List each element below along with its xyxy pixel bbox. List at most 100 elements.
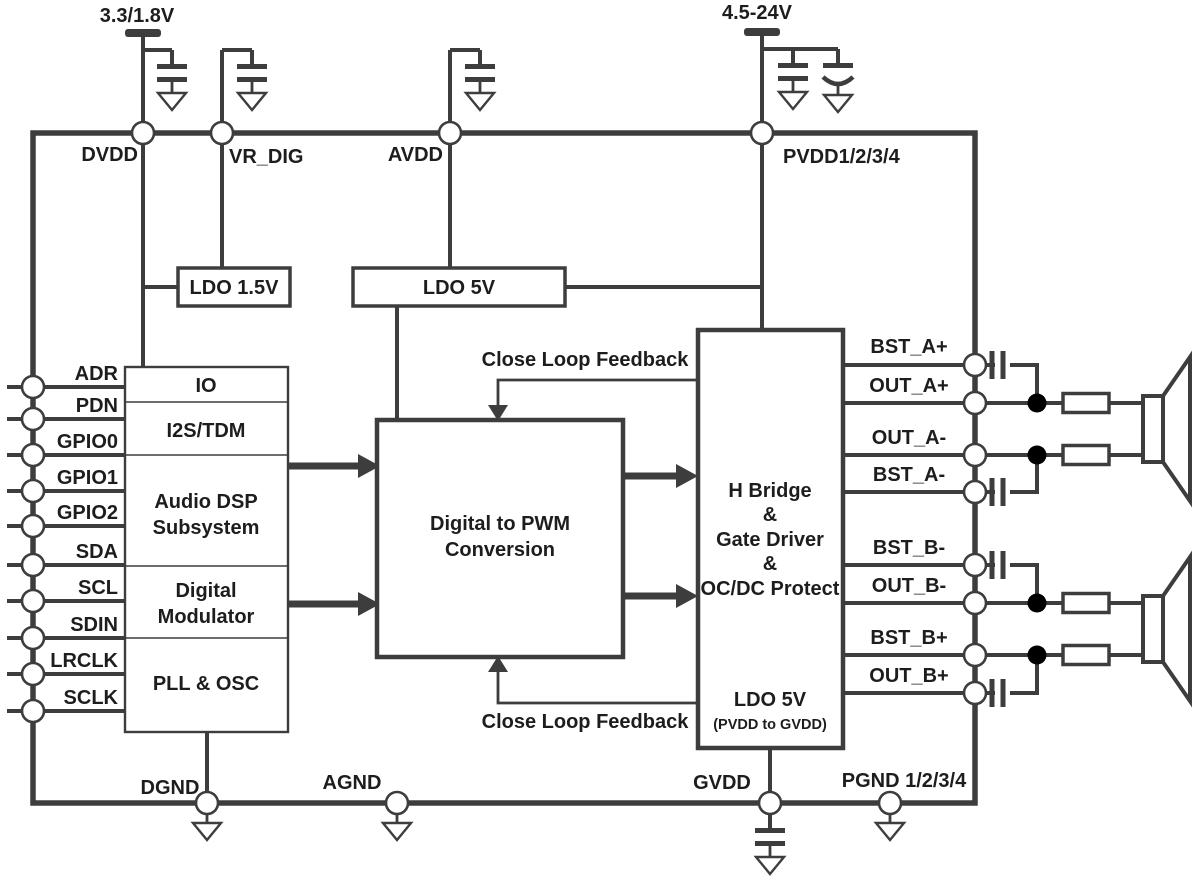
node-sclk bbox=[20, 698, 46, 724]
node-sda bbox=[20, 552, 46, 578]
node-bst-a-plus bbox=[962, 352, 988, 378]
pin-label-lrclk: LRCLK bbox=[50, 650, 118, 672]
bottom-label-dgnd: DGND bbox=[141, 777, 200, 799]
decoupling-capacitor-icon bbox=[155, 48, 189, 112]
gvdd-capacitor-icon bbox=[753, 812, 787, 876]
hbridge-ldo-sublabel: (PVDD to GVDD) bbox=[713, 717, 827, 733]
rail-label-avdd: AVDD bbox=[388, 144, 443, 166]
rail-pvdd bbox=[744, 28, 853, 330]
section-label-modulator-2: Modulator bbox=[158, 606, 255, 628]
output-label-out-b-minus: OUT_B- bbox=[872, 575, 946, 597]
ground-icon bbox=[874, 811, 906, 842]
node-gvdd bbox=[757, 790, 783, 816]
ground-icon bbox=[381, 811, 413, 842]
signal-arrows bbox=[288, 454, 698, 616]
hbridge-label-2: & bbox=[763, 504, 777, 526]
decoupling-capacitor-icon bbox=[235, 48, 269, 112]
node-lrclk bbox=[20, 661, 46, 687]
pin-label-scl: SCL bbox=[78, 577, 118, 599]
junction-dot bbox=[1027, 645, 1047, 665]
pin-label-sclk: SCLK bbox=[64, 687, 119, 709]
ldo-1v5-block bbox=[143, 266, 292, 308]
rail-label-dvdd: DVDD bbox=[81, 144, 138, 166]
junction-dot bbox=[1027, 445, 1047, 465]
node-gpio1 bbox=[20, 478, 46, 504]
section-label-i2s-tdm: I2S/TDM bbox=[167, 420, 246, 442]
series-capacitor-icon bbox=[992, 478, 1003, 506]
pwm-conversion-block bbox=[374, 417, 626, 660]
node-adr bbox=[20, 374, 46, 400]
junction-dot bbox=[1027, 393, 1047, 413]
output-label-bst-a-minus: BST_A- bbox=[873, 464, 945, 486]
hbridge-label-1: H Bridge bbox=[728, 480, 811, 502]
supply-label-power: 4.5-24V bbox=[722, 2, 793, 24]
section-label-io: IO bbox=[195, 375, 216, 397]
decoupling-capacitor-icon bbox=[776, 47, 810, 111]
output-out-a-plus bbox=[843, 391, 1143, 415]
resistor-icon bbox=[1061, 643, 1111, 667]
feedback-label-top: Close Loop Feedback bbox=[482, 349, 690, 371]
feedback-label-bottom: Close Loop Feedback bbox=[482, 711, 690, 733]
pin-label-adr: ADR bbox=[75, 363, 119, 385]
bottom-label-gvdd: GVDD bbox=[693, 772, 751, 794]
section-label-audio-dsp-2: Subsystem bbox=[153, 517, 260, 539]
node-out-a-minus bbox=[962, 442, 988, 468]
ldo-5v-label: LDO 5V bbox=[423, 277, 496, 299]
pin-label-gpio1: GPIO1 bbox=[57, 467, 118, 489]
node-pvdd bbox=[749, 120, 775, 146]
pin-label-sdin: SDIN bbox=[70, 614, 118, 636]
bottom-label-agnd: AGND bbox=[323, 772, 382, 794]
output-label-out-a-plus: OUT_A+ bbox=[869, 375, 948, 397]
output-label-out-b-plus: OUT_B+ bbox=[869, 665, 948, 687]
feedback-bottom bbox=[488, 656, 698, 705]
section-label-audio-dsp-1: Audio DSP bbox=[154, 491, 257, 513]
ground-icon bbox=[191, 811, 223, 842]
resistor-icon bbox=[1061, 591, 1111, 615]
hbridge-label-5: OC/DC Protect bbox=[701, 578, 840, 600]
node-out-a-plus bbox=[962, 390, 988, 416]
rail-label-vr-dig: VR_DIG bbox=[229, 146, 303, 168]
node-vr-dig bbox=[209, 120, 235, 146]
ldo-1v5-label: LDO 1.5V bbox=[190, 277, 280, 299]
speaker-icon bbox=[1141, 555, 1192, 703]
ldo-5v-block bbox=[351, 266, 762, 420]
pin-label-sda: SDA bbox=[76, 541, 118, 563]
resistor-icon bbox=[1061, 391, 1111, 415]
polarized-capacitor-icon bbox=[823, 49, 853, 112]
decoupling-capacitor-icon bbox=[463, 48, 497, 112]
node-pgnd bbox=[877, 790, 903, 816]
node-dgnd bbox=[194, 790, 220, 816]
node-bst-b-plus bbox=[962, 642, 988, 668]
bus-nodes bbox=[20, 120, 988, 816]
supply-label-digital: 3.3/1.8V bbox=[100, 5, 175, 27]
node-sdin bbox=[20, 625, 46, 651]
section-label-pll-osc: PLL & OSC bbox=[153, 673, 259, 695]
node-gpio2 bbox=[20, 513, 46, 539]
pwm-block-label-1: Digital to PWM bbox=[430, 513, 570, 535]
rail-avdd bbox=[448, 48, 497, 268]
node-scl bbox=[20, 588, 46, 614]
node-out-b-minus bbox=[962, 590, 988, 616]
left-digital-block bbox=[123, 365, 290, 803]
speaker-icon bbox=[1141, 355, 1192, 503]
node-pdn bbox=[20, 406, 46, 432]
series-capacitor-icon bbox=[992, 679, 1003, 707]
series-capacitor-icon bbox=[992, 351, 1003, 379]
feedback-top bbox=[488, 378, 698, 421]
node-avdd bbox=[437, 120, 463, 146]
output-bst-b-plus bbox=[843, 643, 1143, 667]
rail-vr-dig bbox=[220, 48, 269, 268]
output-out-a-minus bbox=[843, 443, 1143, 467]
output-label-bst-b-plus: BST_B+ bbox=[870, 627, 947, 649]
node-bst-b-minus bbox=[962, 552, 988, 578]
output-label-bst-a-plus: BST_A+ bbox=[870, 336, 947, 358]
hbridge-block bbox=[695, 327, 846, 803]
junction-dot bbox=[1027, 593, 1047, 613]
output-label-bst-b-minus: BST_B- bbox=[873, 537, 945, 559]
node-agnd bbox=[384, 790, 410, 816]
series-capacitor-icon bbox=[992, 551, 1003, 579]
pwm-block-label-2: Conversion bbox=[445, 539, 555, 561]
hbridge-ldo-label: LDO 5V bbox=[734, 689, 807, 711]
bottom-label-pgnd: PGND 1/2/3/4 bbox=[842, 770, 967, 792]
